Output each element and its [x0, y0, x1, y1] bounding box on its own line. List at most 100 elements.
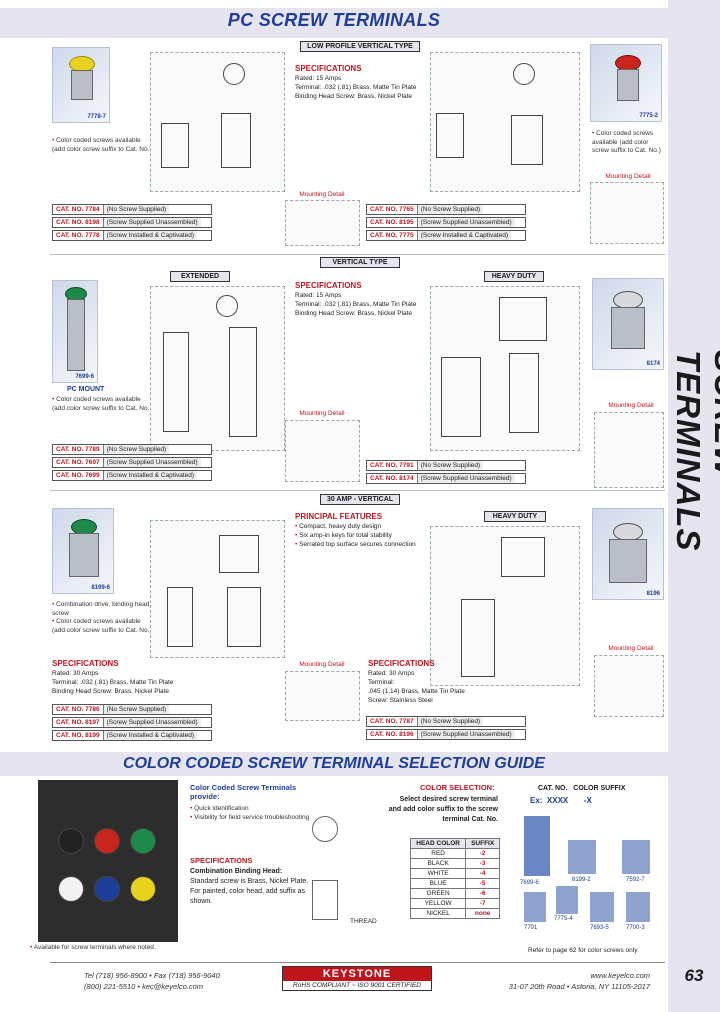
dimension-drawing-8199: [150, 520, 285, 658]
footer-address: 31-07 20th Road • Astoria, NY 11105-2017: [508, 982, 650, 991]
dimension-drawing-7699: [150, 286, 285, 451]
title-band: [0, 8, 668, 38]
bullets-30-amp-left: • Combination drive, binding head screw …: [52, 601, 152, 635]
table-header: HEAD COLOR: [409, 838, 467, 849]
side-title: SCREW TERMINALS: [670, 350, 720, 552]
side-strip: [668, 0, 720, 1012]
thumb-label: 7700-3: [626, 925, 645, 931]
bullet-color-screws-vertical: • Color coded screws available (add colo…: [52, 396, 152, 412]
terminal-top-view-icon: [499, 297, 547, 341]
cat-suffix-header: CAT. NO. COLOR SUFFIX: [538, 785, 626, 792]
section-label-vertical: VERTICAL TYPE: [320, 257, 400, 268]
photo-label: 7699-6: [75, 374, 94, 380]
table-row: YELLOW-7: [409, 898, 500, 909]
cat-row: CAT. NO. 7775(Screw Installed & Captivat…: [366, 230, 526, 241]
guide-specs: Combination Binding Head: Standard screw…: [190, 867, 310, 907]
page-title: PC SCREW TERMINALS: [227, 10, 441, 30]
cat-list-low-profile-right: CAT. NO. 7765(No Screw Supplied) CAT. NO…: [366, 204, 526, 241]
mounting-detail-title: Mounting Detail: [299, 191, 345, 198]
thread-label: THREAD: [350, 918, 377, 925]
thumb-label: 7699-6: [520, 880, 539, 886]
provide-item: • Visibility for field service troublesh…: [190, 813, 310, 821]
footer-divider: [50, 962, 665, 963]
spec-rated: Rated: 30 Amps: [52, 670, 99, 677]
guide-specs-title: SPECIFICATIONS: [190, 856, 253, 865]
mounting-detail-title: Mounting Detail: [605, 173, 651, 180]
green-screw-icon: [130, 828, 156, 854]
specs-list-low-profile: Rated: 15 Amps Terminal: .032 (.81) Bras…: [295, 74, 425, 101]
product-photo-7699-6: 7699-6: [52, 280, 98, 383]
red-screw-icon: [94, 828, 120, 854]
terminal-front-view-icon: [509, 353, 539, 433]
terminal-side-view-icon: [161, 123, 189, 168]
table-header-row: HEAD COLOR SUFFIX: [409, 838, 500, 849]
mounting-detail-drawing: [285, 200, 360, 246]
cat-row: CAT. NO. 7787(No Screw Supplied): [366, 716, 526, 727]
mounting-detail-title: Mounting Detail: [299, 410, 345, 417]
table-header: SUFFIX: [465, 838, 500, 849]
keystone-logo: KEYSTONE RoHS COMPLIANT ~ ISO 9001 CERTI…: [282, 966, 432, 991]
features-list: • Compact, heavy duty design • Six amp-i…: [295, 522, 435, 549]
thumbnail-grid: 7699-6 8199-2 7592-7 7701 7775-4 7693-5 …: [518, 810, 658, 940]
screw-side-icon: [312, 880, 338, 920]
spec-screw: Binding Head Screw: Brass, Nickel Plate: [295, 310, 413, 317]
thumb-terminal-icon: [568, 840, 596, 874]
mounting-detail-title: Mounting Detail: [299, 661, 345, 668]
section-label-30-amp: 30 AMP - VERTICAL: [320, 494, 400, 505]
label-heavy-duty: HEAVY DUTY: [484, 271, 544, 282]
spec-terminal-material: .045 (1.14) Brass, Matte Tin Plate: [368, 688, 465, 695]
terminal-body-icon: [71, 70, 93, 100]
thumb-label: 7592-7: [626, 877, 645, 883]
product-photo-8199-6: 8199-6: [52, 508, 114, 594]
blue-screw-icon: [94, 876, 120, 902]
cat-row: CAT. NO. 8196(Screw Supplied Unassembled…: [366, 729, 526, 740]
product-photo-8196: 8196: [592, 508, 664, 600]
color-screws-photo: [38, 780, 178, 942]
label-extended: EXTENDED: [170, 271, 230, 282]
specs-text: Standard screw is Brass, Nickel Plate. F…: [190, 878, 309, 905]
bullet-item: • Color coded screws available (add colo…: [52, 618, 152, 634]
footer-web-link[interactable]: www.keyelco.com: [590, 971, 650, 980]
spec-screw: Screw: Stainless Steel: [368, 697, 433, 704]
specs-title-low-profile: SPECIFICATIONS: [295, 64, 362, 73]
availability-note: • Available for screw terminals where no…: [30, 944, 156, 951]
table-row: RED-2: [409, 848, 500, 859]
specs-title-vertical: SPECIFICATIONS: [295, 281, 362, 290]
cat-suffix-example: Ex: XXXX -X: [530, 796, 592, 805]
page-number: 63: [684, 966, 704, 985]
guide-band: [0, 752, 668, 776]
mounting-detail-drawing: [590, 182, 664, 244]
logo-cert: RoHS COMPLIANT ~ ISO 9001 CERTIFIED: [293, 982, 421, 989]
specs-head: Combination Binding Head:: [190, 868, 283, 875]
cat-row: CAT. NO. 8195(Screw Supplied Unassembled…: [366, 217, 526, 228]
mounting-detail-title: Mounting Detail: [608, 645, 654, 652]
bullet-item: • Combination drive, binding head screw: [52, 601, 150, 617]
specs-list-vertical: Rated: 15 Amps Terminal: .032 (.81) Bras…: [295, 291, 430, 318]
terminal-front-view-icon: [227, 587, 261, 647]
thumb-terminal-icon: [556, 886, 578, 914]
terminal-body-icon: [69, 533, 99, 577]
screw-top-view-icon: [513, 63, 535, 85]
terminal-body-icon: [67, 299, 85, 371]
specs-title-30-amp-right: SPECIFICATIONS: [368, 659, 435, 668]
terminal-side-view-icon: [167, 587, 193, 647]
spec-rated: Rated: 30 Amps: [368, 670, 415, 677]
terminal-side-view-icon: [441, 357, 481, 437]
white-screw-icon: [58, 876, 84, 902]
selection-text: Select desired screw terminal and add co…: [388, 796, 498, 823]
product-photo-7775-2: 7775-2: [590, 44, 662, 122]
cat-row: CAT. NO. 8174(Screw Supplied Unassembled…: [366, 473, 526, 484]
dimension-drawing-7778: [150, 52, 285, 192]
dimension-drawing-8174: [430, 286, 580, 451]
terminal-front-view-icon: [461, 599, 495, 677]
section-label-low-profile: LOW PROFILE VERTICAL TYPE: [300, 41, 420, 52]
photo-label: 7775-2: [639, 113, 658, 119]
screw-top-view-icon: [223, 63, 245, 85]
dimension-drawing-8196: [430, 526, 580, 686]
thumb-label: 7693-5: [590, 925, 609, 931]
terminal-front-view-icon: [229, 327, 257, 437]
mounting-detail-title: Mounting Detail: [608, 402, 654, 409]
terminal-side-view-icon: [163, 332, 189, 432]
section-divider: [50, 490, 665, 491]
